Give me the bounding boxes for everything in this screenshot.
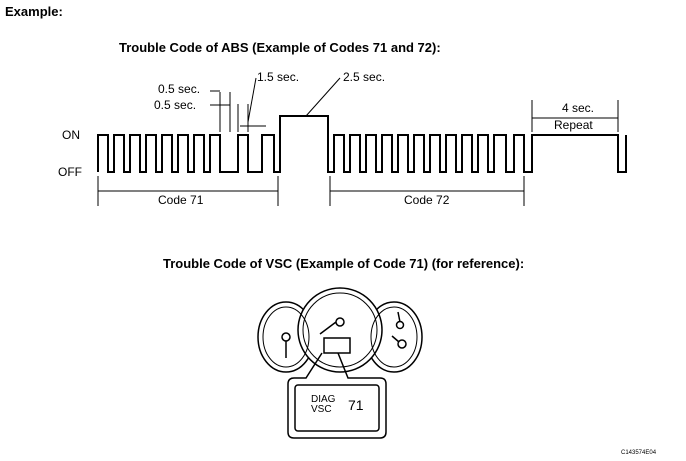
off-label: OFF — [58, 165, 82, 179]
multi-info-display — [323, 337, 351, 354]
label-0-5-sec-a: 0.5 sec. — [158, 82, 201, 96]
code72-span — [329, 176, 525, 206]
timing-marker-lines — [210, 77, 341, 132]
label-1-5-sec: 1.5 sec. — [257, 70, 300, 84]
figure-id: C143574E04 — [621, 450, 657, 456]
repeat-span — [531, 100, 619, 132]
page-heading: Example: — [5, 4, 63, 19]
instrument-cluster — [257, 287, 423, 373]
label-4-sec: 4 sec. — [562, 101, 595, 115]
code71-label: Code 71 — [158, 193, 204, 207]
display-callout — [287, 352, 387, 439]
code72-label: Code 72 — [404, 193, 450, 207]
abs-pulse-waveform — [97, 115, 627, 173]
label-2-5-sec: 2.5 sec. — [343, 70, 386, 84]
abs-title: Trouble Code of ABS (Example of Codes 71… — [119, 40, 441, 55]
label-0-5-sec-b: 0.5 sec. — [154, 98, 197, 112]
display-vsc: VSC — [311, 404, 332, 415]
display-code: 71 — [348, 397, 364, 413]
center-gauge — [297, 287, 383, 373]
display-screen — [294, 384, 380, 432]
on-label: ON — [62, 128, 80, 142]
display-diag: DIAG — [311, 394, 336, 405]
vsc-title: Trouble Code of VSC (Example of Code 71)… — [163, 256, 525, 271]
code71-span — [97, 176, 279, 206]
label-repeat: Repeat — [554, 118, 593, 132]
